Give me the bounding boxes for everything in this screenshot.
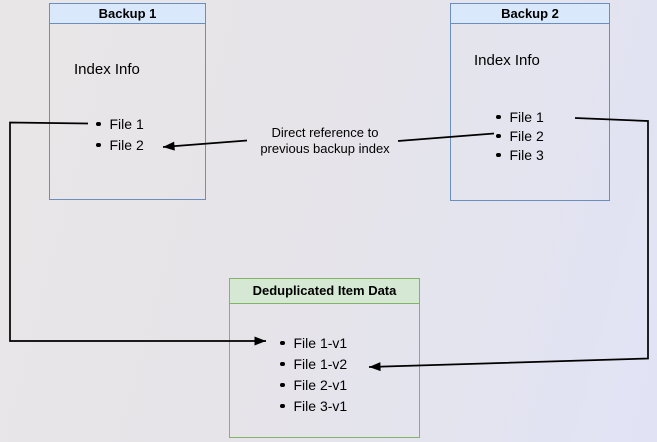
file-label: File 3: [509, 147, 544, 163]
dedup-file-item: File 2-v1: [280, 375, 347, 396]
bullet-dot: [280, 361, 285, 367]
bullet-dot: [496, 152, 501, 158]
bullet-dot: [280, 382, 285, 388]
file-label: File 3-v1: [293, 398, 348, 414]
direct-reference-label-line1: Direct reference to: [271, 125, 379, 140]
backup2-header: Backup 2: [451, 4, 609, 24]
backup1-file-list: File 1 File 2: [96, 114, 144, 156]
dedup-box: Deduplicated Item Data File 1-v1 File 1-…: [229, 278, 420, 438]
backup1-file-item: File 1: [96, 114, 144, 135]
file-label: File 2: [509, 128, 544, 144]
bullet-dot: [96, 121, 101, 127]
backup2-file-list: File 1 File 2 File 3: [496, 108, 544, 165]
bullet-dot: [280, 340, 285, 346]
backup2-box: Backup 2 Index Info File 1 File 2 File 3: [450, 3, 610, 201]
backup2-file-item: File 1: [496, 108, 544, 127]
backup2-file-item: File 2: [496, 127, 544, 146]
backup1-title: Backup 1: [98, 5, 157, 21]
backup2-index-info-label: Index Info: [474, 51, 540, 69]
backup1-box: Backup 1 Index Info File 1 File 2: [49, 3, 206, 200]
file-label: File 1-v2: [293, 356, 348, 372]
file-label: File 1: [509, 109, 544, 125]
backup2-file-item: File 3: [496, 146, 544, 165]
backup1-header: Backup 1: [50, 4, 205, 24]
file-label: File 1: [109, 116, 144, 132]
dedup-header: Deduplicated Item Data: [230, 279, 419, 304]
dedup-file-item: File 1-v2: [280, 354, 347, 375]
bullet-dot: [496, 114, 501, 120]
dedup-file-list: File 1-v1 File 1-v2 File 2-v1 File 3-v1: [280, 333, 347, 417]
dedup-file-item: File 3-v1: [280, 396, 347, 417]
direct-reference-label: Direct reference to previous backup inde…: [245, 125, 405, 156]
bullet-dot: [280, 403, 285, 409]
dedup-file-item: File 1-v1: [280, 333, 347, 354]
dedup-title: Deduplicated Item Data: [252, 283, 397, 299]
file-label: File 1-v1: [293, 335, 348, 351]
file-label: File 2-v1: [293, 377, 348, 393]
backup1-index-info-label: Index Info: [74, 60, 140, 78]
direct-reference-label-line2: previous backup index: [260, 140, 390, 156]
bullet-dot: [96, 142, 101, 148]
backup2-title: Backup 2: [501, 5, 559, 21]
backup1-file-item: File 2: [96, 135, 144, 156]
bullet-dot: [496, 133, 501, 139]
file-label: File 2: [109, 137, 144, 153]
